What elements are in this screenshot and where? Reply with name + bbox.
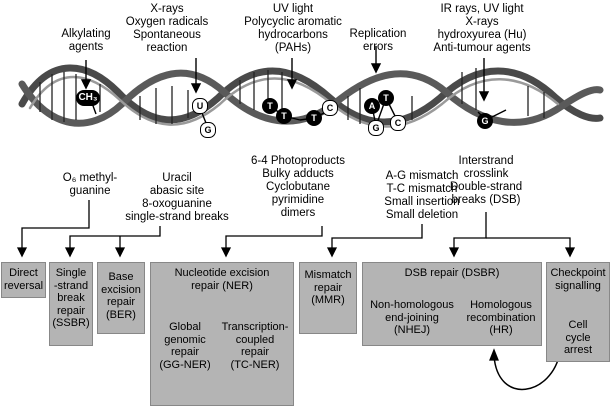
- direct-reversal-label: Direct reversal: [3, 267, 44, 292]
- thymine-marker-2: T: [276, 108, 292, 124]
- tc-ner-label: Transcription- coupled repair (TC-NER): [221, 321, 289, 371]
- cytosine-marker-1: C: [322, 100, 338, 116]
- guanine-marker-1: G: [200, 122, 216, 138]
- thymine-marker-3: T: [306, 110, 322, 126]
- source-oxidative: X-rays Oxygen radicals Spontaneous react…: [125, 3, 209, 54]
- lesion-o6-methylguanine: O₆ methyl- guanine: [62, 172, 118, 197]
- cytosine-marker-2: C: [390, 115, 406, 131]
- checkpoint-label: Checkpoint signalling: [550, 267, 606, 292]
- source-uv-pahs: UV light Polycyclic aromatic hydrocarbon…: [244, 3, 342, 54]
- base-pair-rungs: [39, 68, 545, 124]
- thymine-marker-1: T: [262, 98, 278, 114]
- ner-label: Nucleotide excision repair (NER): [174, 267, 270, 292]
- lesion-mismatch: A-G mismatch T-C mismatch Small insertio…: [384, 170, 460, 221]
- thymine-marker-4: T: [378, 90, 394, 106]
- source-ionizing-radiation: IR rays, UV light X-rays hydroxyurea (Hu…: [433, 3, 531, 54]
- ber-label: Base excision repair (BER): [101, 271, 141, 321]
- nhej-label: Non-homologous end-joining (NHEJ): [370, 299, 454, 336]
- checkpoint-box: Checkpoint signalling Cell cycle arrest: [546, 262, 610, 362]
- guanine-marker-3: G: [477, 113, 493, 129]
- mmr-box: Mismatch repair (MMR): [299, 262, 357, 334]
- adenine-marker: A: [364, 98, 380, 114]
- ber-box: Base excision repair (BER): [97, 262, 145, 334]
- direct-reversal-box: Direct reversal: [1, 262, 46, 298]
- source-arrows: [80, 46, 490, 102]
- ssbr-label: Single -strand break repair (SSBR): [52, 267, 90, 329]
- ssbr-box: Single -strand break repair (SSBR): [49, 262, 93, 346]
- gg-ner-label: Global genomic repair (GG-NER): [159, 321, 211, 371]
- source-replication-errors: Replication errors: [349, 28, 407, 53]
- lesion-crosslink-dsb: Interstrand crosslink Double-strand brea…: [449, 155, 523, 206]
- lesion-uracil-abasic: Uracil abasic site 8-oxoguanine single-s…: [125, 172, 229, 223]
- dsbr-label: DSB repair (DSBR): [404, 267, 500, 279]
- mmr-label: Mismatch repair (MMR): [304, 269, 352, 306]
- uracil-marker: U: [192, 98, 208, 114]
- cell-cycle-arrest-label: Cell cycle arrest: [563, 319, 593, 356]
- dsbr-box: DSB repair (DSBR) Non-homologous end-joi…: [362, 262, 542, 346]
- hr-label: Homologous recombination (HR): [466, 299, 536, 336]
- methyl-group-marker: CH₃: [76, 90, 100, 106]
- source-alkylating-agents: Alkylating agents: [61, 28, 111, 53]
- ner-box: Nucleotide excision repair (NER) Global …: [150, 262, 294, 406]
- guanine-marker-2: G: [368, 120, 384, 136]
- lesion-photoproducts: 6-4 Photoproducts Bulky adducts Cyclobut…: [251, 155, 345, 219]
